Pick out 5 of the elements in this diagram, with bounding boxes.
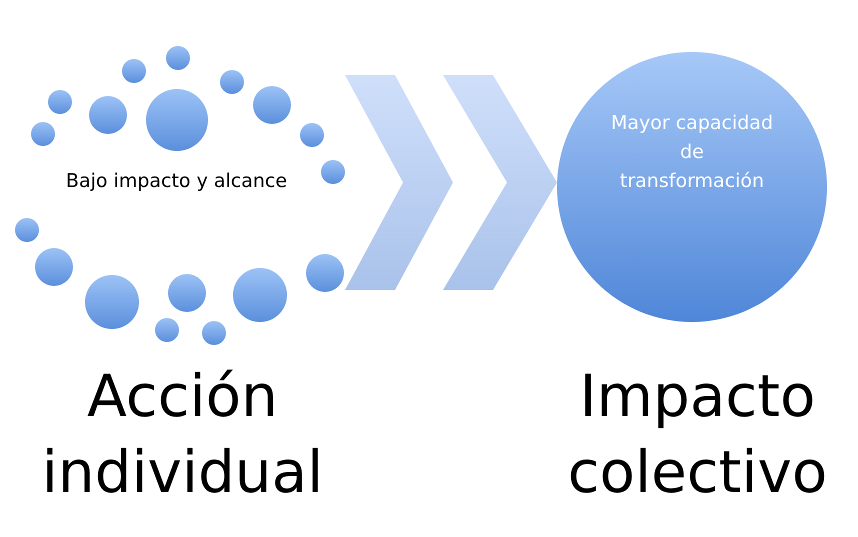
chevron-arrow — [345, 75, 557, 290]
node-label: Mayor capacidad de transformación — [610, 110, 774, 194]
node-label: Bajo impacto y alcance — [66, 170, 288, 192]
heading-text: Acción individual — [40, 361, 324, 508]
heading-text: Impacto colectivo — [566, 361, 828, 508]
